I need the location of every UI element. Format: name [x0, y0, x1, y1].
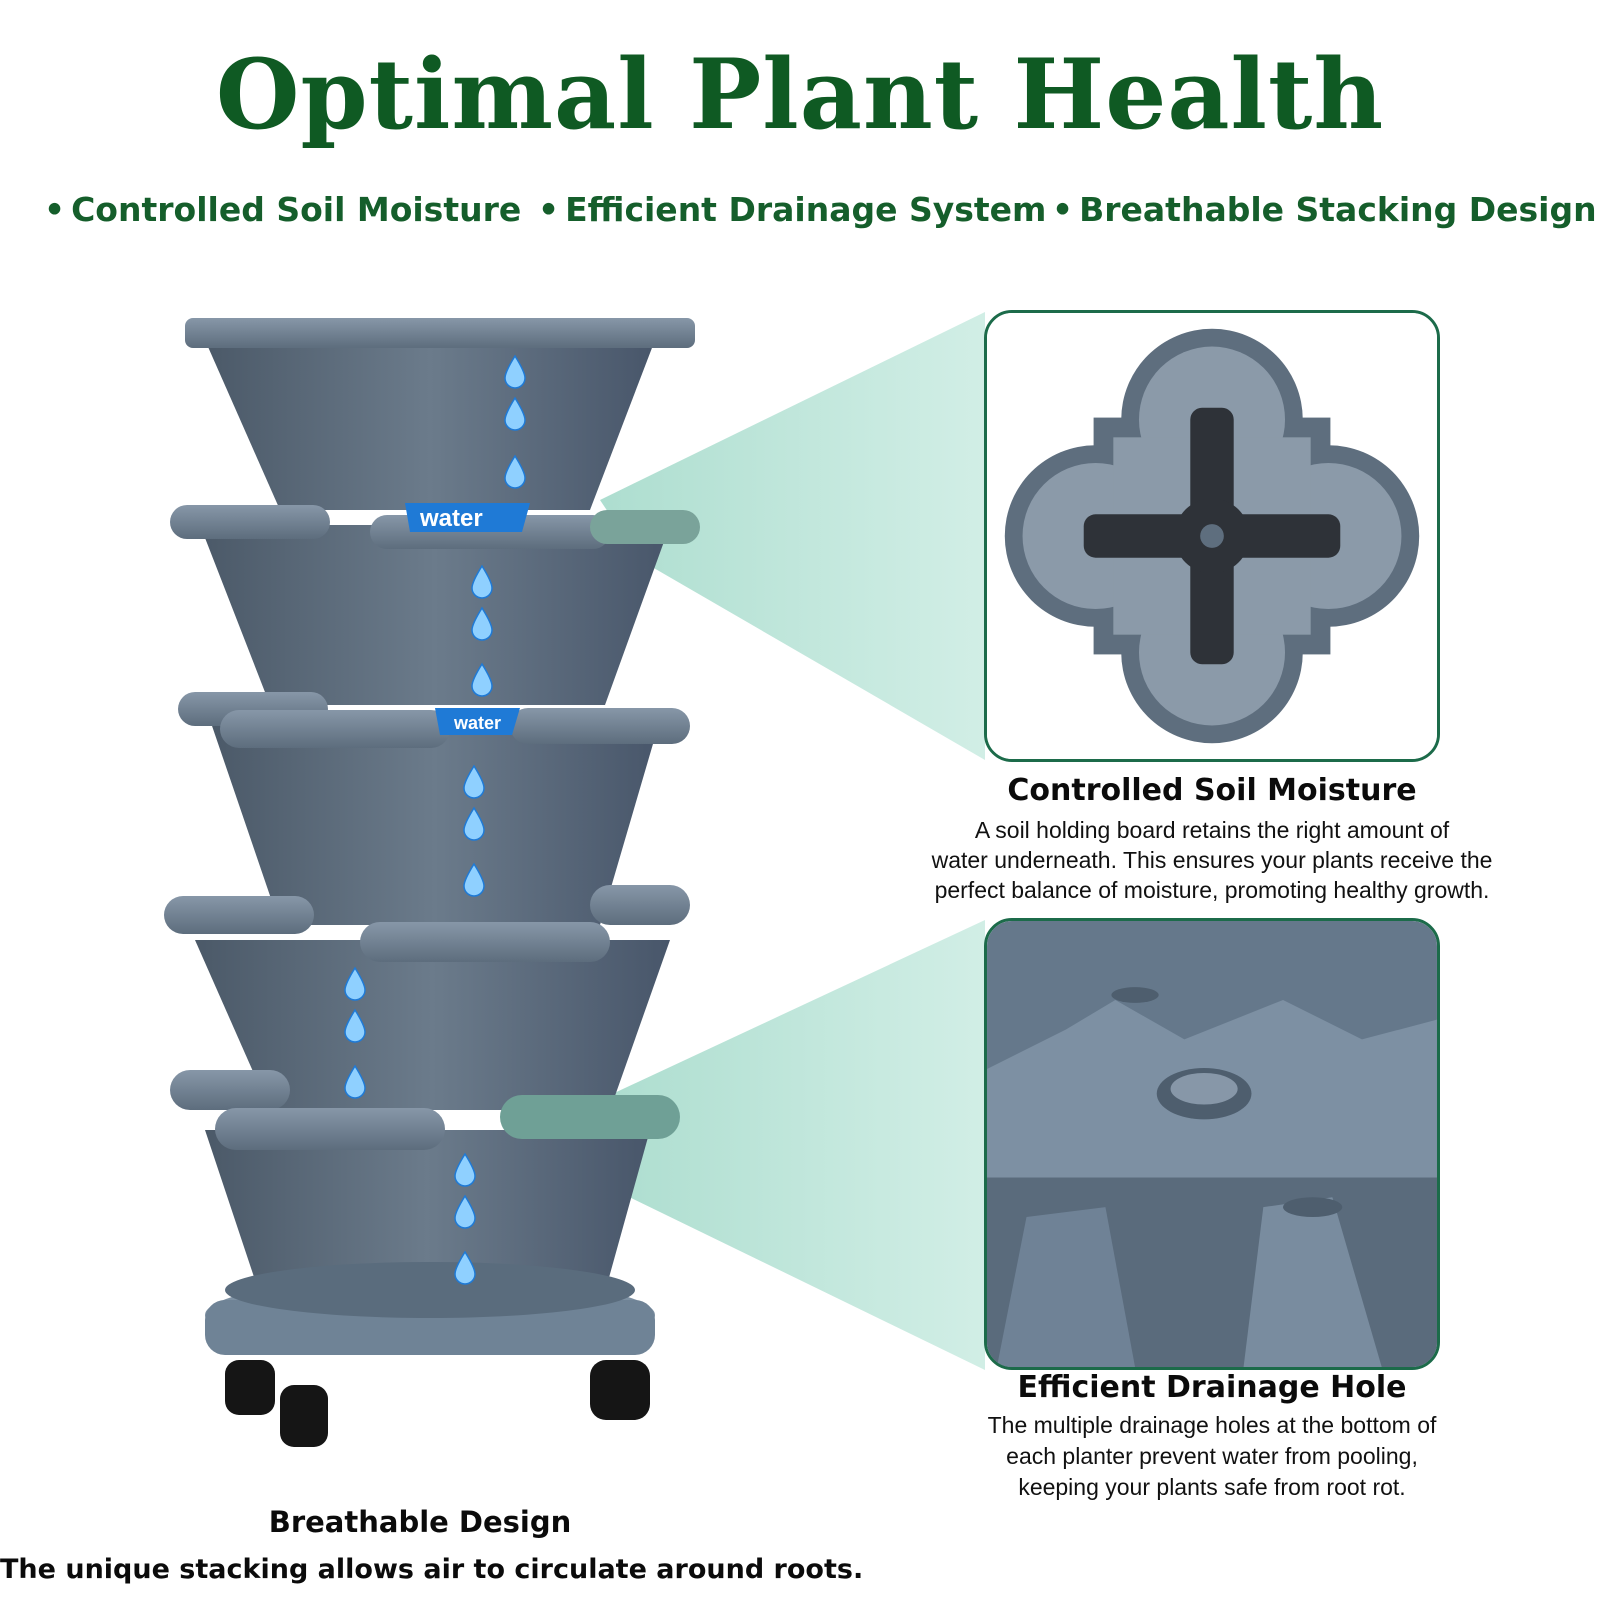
description-line: water underneath. This ensures your plan… — [931, 847, 1493, 873]
page-title: Optimal Plant Health — [215, 38, 1385, 151]
water-drop-icon — [471, 606, 493, 641]
water-drop-icon — [463, 806, 485, 841]
planter-tier — [178, 692, 690, 925]
description-line: each planter prevent water from pooling, — [1006, 1443, 1418, 1469]
water-drop-icon — [454, 1152, 476, 1187]
water-drop-icon — [471, 564, 493, 599]
description-line: keeping your plants safe from root rot. — [1018, 1474, 1406, 1500]
planter-tier — [170, 505, 700, 705]
drainage-description: The multiple drainage holes at the botto… — [910, 1410, 1514, 1503]
water-label: water — [419, 505, 483, 532]
breathable-description: The unique stacking allows air to circul… — [0, 1554, 864, 1585]
water-drop-icon — [504, 454, 526, 489]
description-line: A soil holding board retains the right a… — [974, 817, 1450, 843]
water-drop-icon — [454, 1250, 476, 1285]
planter-tier — [185, 318, 695, 510]
feature-label: Controlled Soil Moisture — [71, 190, 522, 229]
feature-item: •Breathable Stacking Design — [1052, 190, 1597, 229]
drainage-hole-image — [987, 921, 1437, 1367]
water-drop-icon — [463, 862, 485, 897]
planter-tier — [164, 885, 690, 1110]
drainage-hole-icon — [1283, 1197, 1343, 1218]
wheeled-saucer — [205, 1262, 655, 1447]
bullet-icon: • — [44, 190, 66, 229]
water-drop-icon — [344, 966, 366, 1001]
soil-moisture-heading: Controlled Soil Moisture — [1007, 773, 1417, 808]
water-drop-icon — [504, 396, 526, 431]
description-line: The multiple drainage holes at the botto… — [987, 1412, 1437, 1438]
description-line: perfect balance of moisture, promoting h… — [934, 877, 1490, 903]
water-drop-icon — [344, 1008, 366, 1043]
soil-board-detail-panel — [984, 310, 1440, 762]
feature-label: Efficient Drainage System — [565, 190, 1047, 229]
feature-list: •Controlled Soil Moisture •Efficient Dra… — [0, 190, 1600, 240]
water-tag — [405, 503, 530, 532]
stacked-planter-illustration: water water — [164, 318, 700, 1447]
soil-moisture-description: A soil holding board retains the right a… — [910, 815, 1514, 905]
feature-item: •Controlled Soil Moisture — [44, 190, 521, 229]
drainage-heading: Efficient Drainage Hole — [1017, 1370, 1407, 1405]
bullet-icon: • — [1052, 190, 1074, 229]
drainage-detail-panel — [984, 918, 1440, 1370]
clover-planter-image — [987, 313, 1437, 759]
planter-tier — [170, 1070, 680, 1310]
water-drop-icon — [344, 1064, 366, 1099]
water-drop-icon — [454, 1194, 476, 1229]
breathable-heading: Breathable Design — [268, 1505, 572, 1539]
water-label: water — [453, 713, 501, 733]
water-drop-icon — [504, 354, 526, 389]
water-drop-icon — [471, 662, 493, 697]
feature-label: Breathable Stacking Design — [1079, 190, 1597, 229]
water-tag — [435, 708, 520, 735]
water-drop-icon — [463, 764, 485, 799]
bullet-icon: • — [538, 190, 560, 229]
feature-item: •Efficient Drainage System — [538, 190, 1046, 229]
drainage-hole-icon — [1111, 987, 1159, 1003]
